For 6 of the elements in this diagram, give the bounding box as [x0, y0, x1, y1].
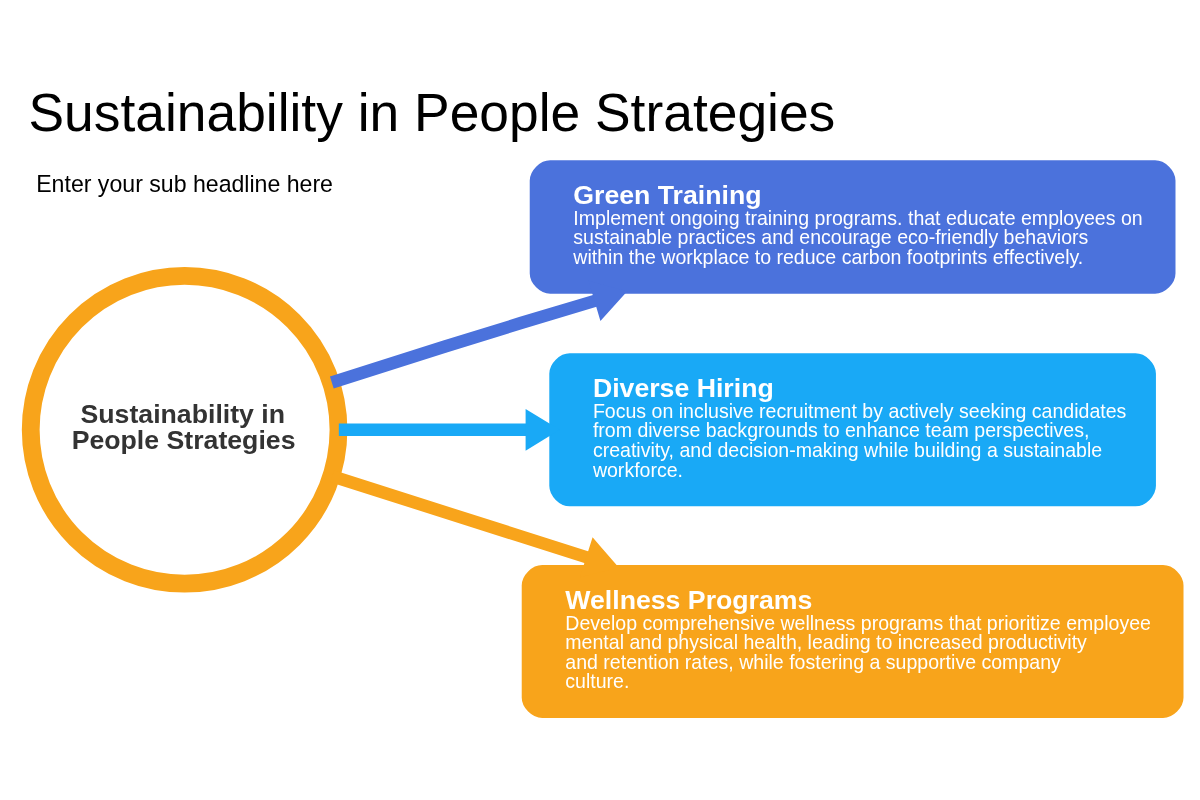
diagram-title: Sustainability in People Strategies: [28, 82, 836, 142]
node-box: Green Training Implement ongoing training programs. that educate employees on sustainable practices and encourage eco-friendly behaviors within the workplace to reduce carbon footprints effectively.: [527, 158, 1178, 296]
label: Enter your sub headline here: [36, 171, 333, 198]
node-box: Wellness Programs Develop comprehensive wellness programs that prioritize employee mental and physical health, leading to increased productivity and retention rates, while fostering a supportive company culture.: [519, 563, 1186, 720]
node-box: Diverse Hiring Focus on inclusive recruitment by actively seeking candidates from diverse backgrounds to enhance team perspectives, creativity, and decision-making while building a sustainable workforce.: [547, 351, 1158, 509]
node-circle: Sustainability in People Strategies: [21, 267, 348, 593]
